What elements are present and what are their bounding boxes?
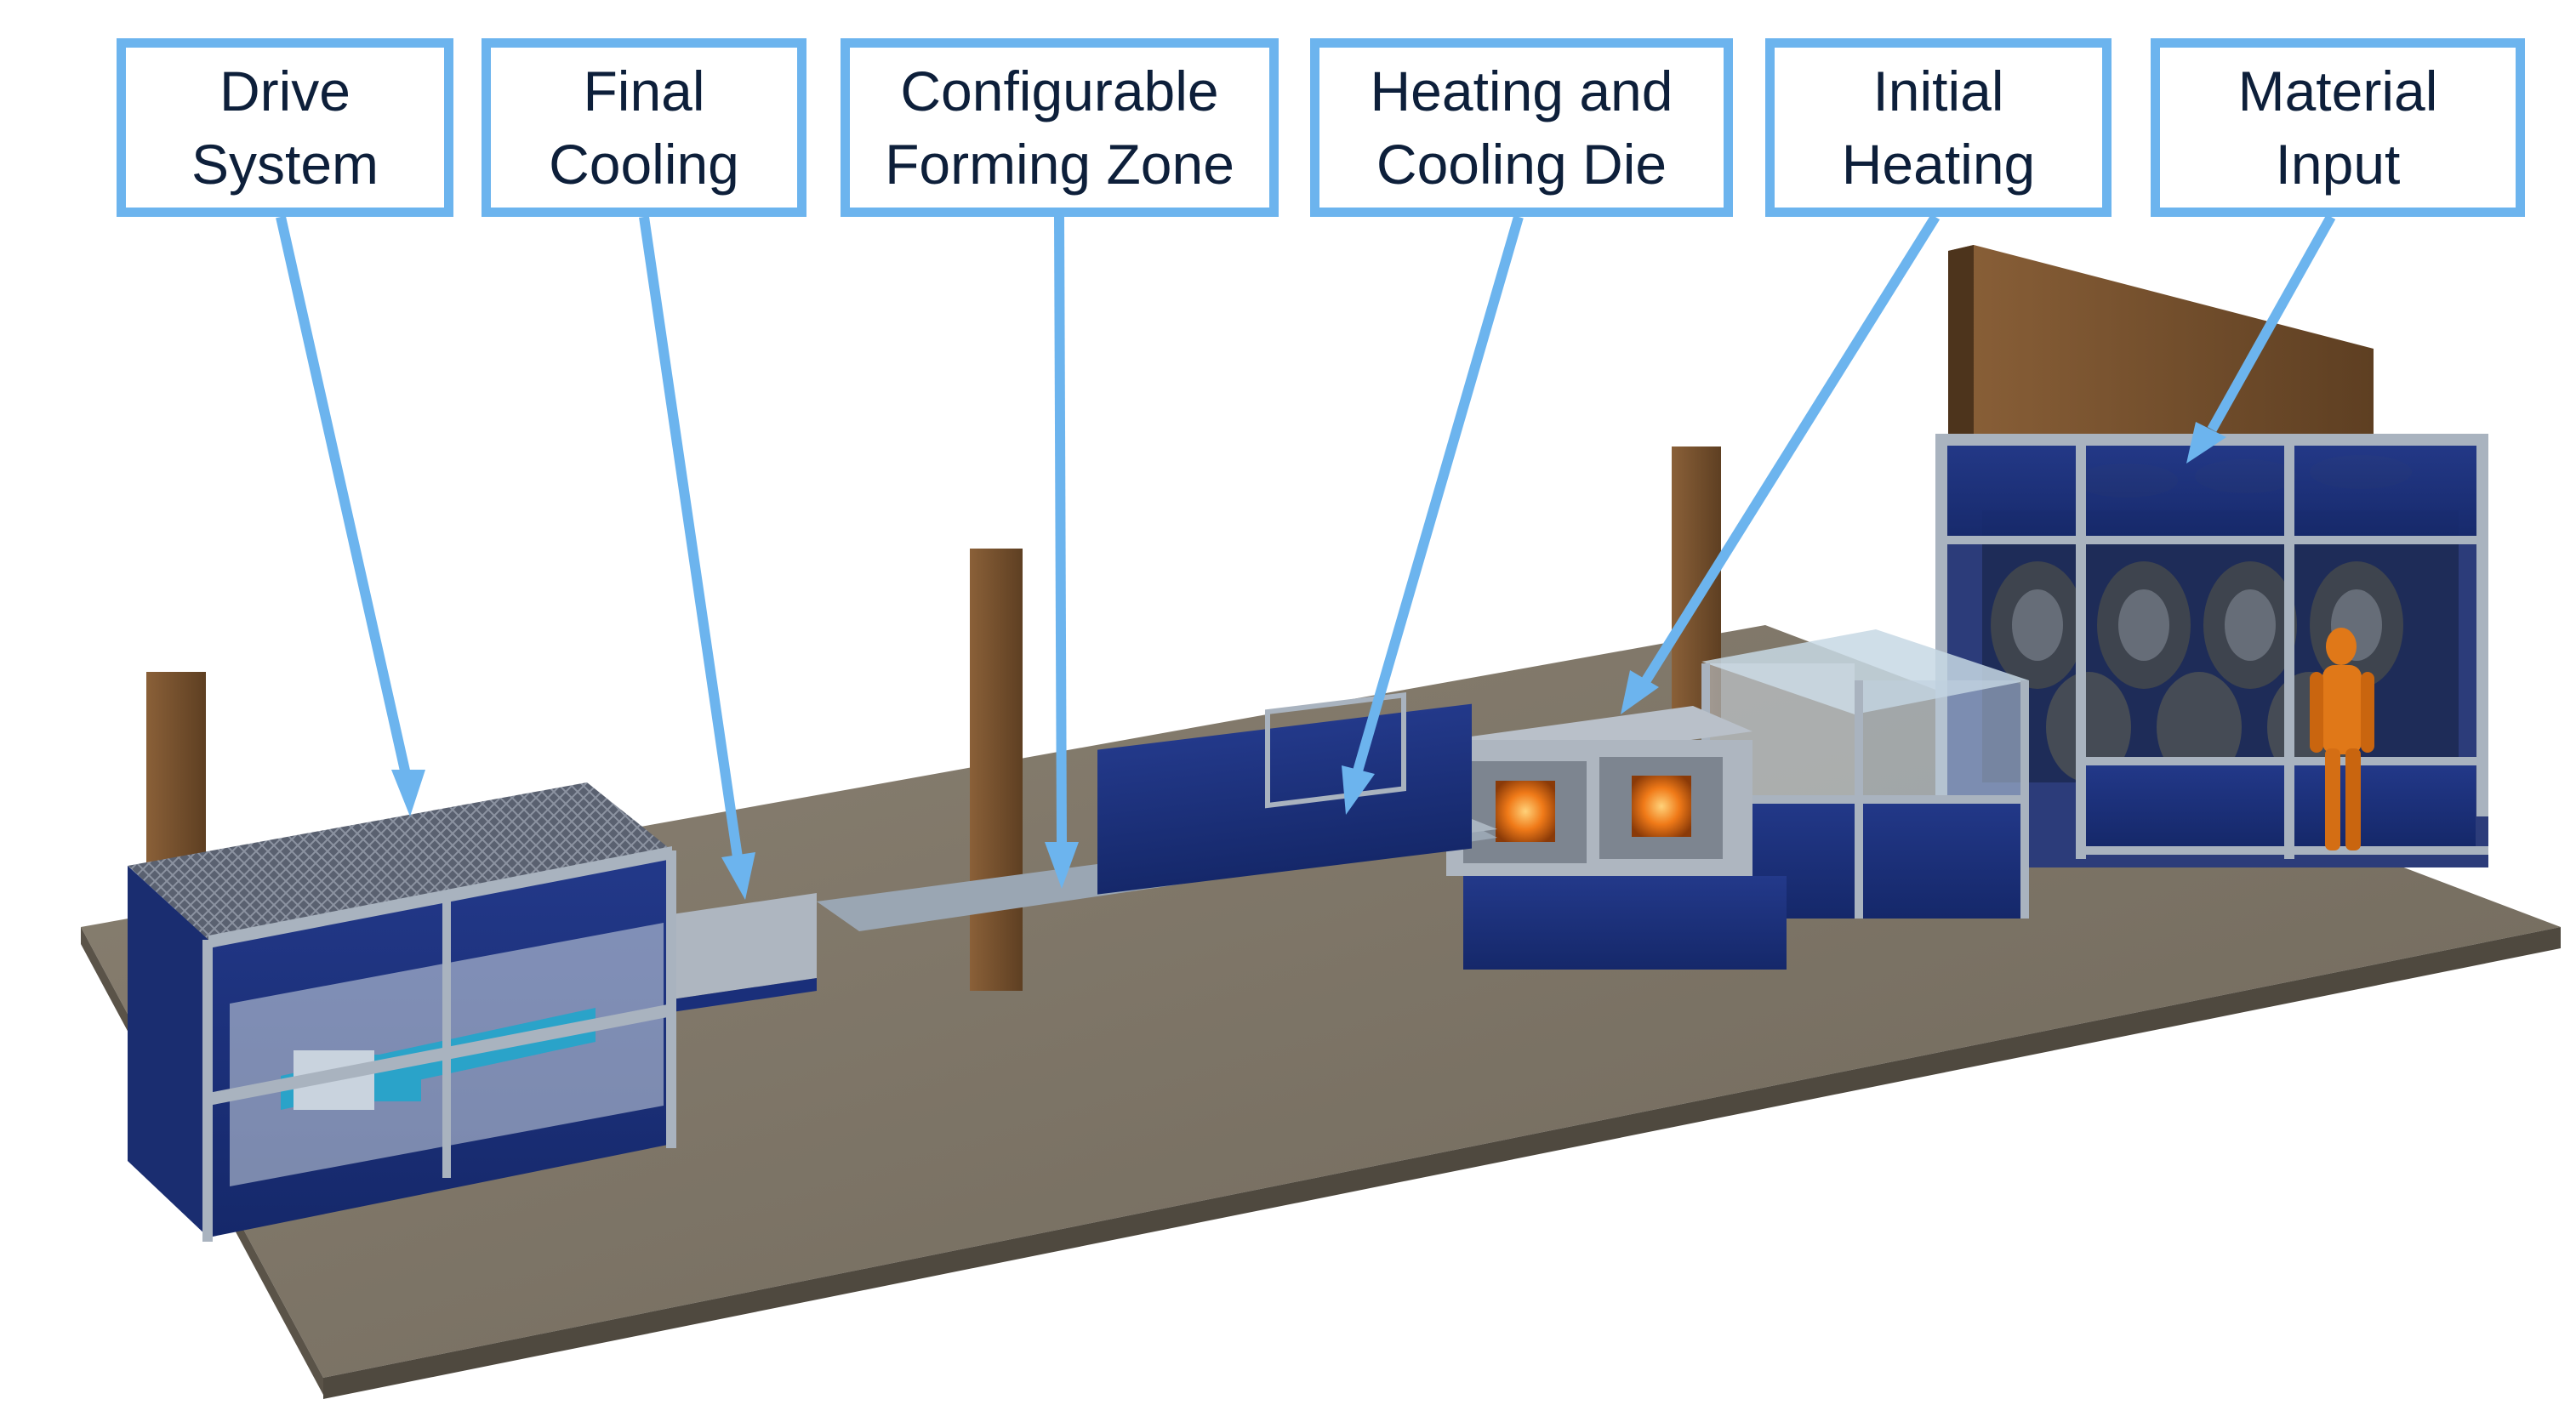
arrow-final-cooling (639, 216, 755, 900)
heating-die-oven (1446, 706, 1787, 970)
arrow-drive-system (276, 215, 425, 816)
arrow-forming-zone (1045, 216, 1079, 889)
initial-heating-unit (1701, 629, 2029, 919)
label-heating-die-line1: Heating and (1370, 60, 1673, 122)
label-drive-system-line2: System (191, 133, 379, 196)
forming-table (817, 692, 1497, 931)
arrow-heating-die (1342, 215, 1524, 815)
arrow-initial-heating (1621, 213, 1941, 714)
operator-figure (2310, 628, 2374, 850)
label-material-input-line1: Material (2237, 60, 2438, 122)
wooden-post-1 (146, 672, 206, 876)
label-heating-and-cooling-die: Heating and Cooling Die (1310, 38, 1733, 217)
drive-system-enclosure (128, 782, 676, 1242)
label-drive-system-line1: Drive (219, 60, 350, 122)
label-heating-die-line2: Cooling Die (1376, 133, 1667, 196)
label-drive-system: Drive System (117, 38, 453, 217)
callout-arrows (276, 213, 2336, 900)
label-initial-heating-line2: Heating (1841, 133, 2036, 196)
label-final-cooling-line1: Final (583, 60, 705, 122)
label-forming-zone-line1: Configurable (900, 60, 1219, 122)
label-initial-heating: Initial Heating (1765, 38, 2112, 217)
arrow-material-input (2186, 214, 2336, 464)
label-final-cooling-line2: Cooling (549, 133, 739, 196)
label-material-input-line2: Input (2275, 133, 2401, 196)
label-configurable-forming-zone: Configurable Forming Zone (841, 38, 1279, 217)
label-final-cooling: Final Cooling (482, 38, 806, 217)
final-cooling-unit (672, 893, 817, 1012)
label-material-input: Material Input (2151, 38, 2525, 217)
wooden-post-2 (970, 549, 1023, 991)
label-forming-zone-line2: Forming Zone (885, 133, 1234, 196)
label-initial-heating-line1: Initial (1872, 60, 2004, 122)
